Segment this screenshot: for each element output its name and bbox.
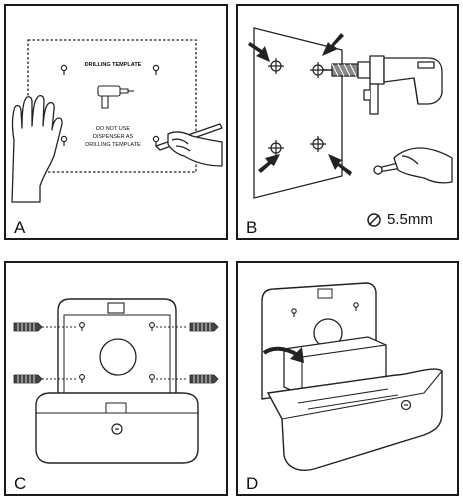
cover-hinge-clip bbox=[105, 402, 127, 414]
screw-bottom-right-icon bbox=[189, 374, 219, 384]
template-note-line1: DO NOT USE bbox=[95, 126, 131, 132]
arrow-bottom-left-icon bbox=[258, 154, 280, 173]
top-latch bbox=[107, 302, 125, 314]
arrow-bottom-right-icon bbox=[328, 154, 352, 176]
arrow-top-left-icon bbox=[248, 42, 270, 62]
panel-b-label: B bbox=[246, 218, 258, 237]
panel-a-illustration bbox=[11, 39, 223, 203]
arrow-top-right-icon bbox=[322, 33, 344, 56]
plate-keyhole-bottom-left-icon bbox=[79, 374, 85, 383]
power-drill-icon bbox=[322, 55, 443, 115]
lock-icon bbox=[111, 423, 123, 435]
plate-keyhole-top-left-icon bbox=[79, 322, 85, 331]
crosshair-bottom-right-icon bbox=[310, 136, 326, 152]
panel-c-label: C bbox=[14, 474, 27, 493]
open-keyhole-left-icon bbox=[291, 308, 297, 317]
left-hand-icon bbox=[11, 94, 63, 203]
template-note-line2: DISPENSER AS bbox=[92, 134, 134, 140]
panel-b: 5.5mm B bbox=[236, 4, 459, 240]
drill-icon bbox=[97, 85, 134, 109]
crosshair-bottom-left-icon bbox=[268, 140, 284, 156]
keyhole-top-right-icon bbox=[152, 64, 160, 75]
plate-keyhole-bottom-right-icon bbox=[149, 374, 155, 383]
screw-bottom-left-icon bbox=[13, 374, 43, 384]
panel-c-illustration bbox=[13, 298, 219, 464]
plate-keyhole-top-right-icon bbox=[149, 322, 155, 331]
panel-b-illustration bbox=[248, 27, 453, 227]
panel-a-label: A bbox=[14, 218, 26, 237]
drill-size-label: 5.5mm bbox=[387, 211, 433, 228]
insert-arrow-icon bbox=[262, 346, 304, 363]
screw-top-left-icon bbox=[13, 322, 43, 332]
back-plate-circle bbox=[99, 338, 137, 376]
open-keyhole-right-icon bbox=[353, 302, 359, 311]
hand-with-anchor-icon bbox=[373, 147, 453, 184]
dispenser-front-cover bbox=[35, 392, 199, 464]
screw-top-right-icon bbox=[189, 322, 219, 332]
template-title: DRILLING TEMPLATE bbox=[84, 62, 142, 68]
dispenser-base-open bbox=[266, 368, 443, 471]
panel-d-illustration bbox=[261, 282, 443, 471]
panel-c: C bbox=[4, 261, 228, 496]
panel-a: DRILLING TEMPLATE DO NOT USE DISPENSER A… bbox=[4, 4, 228, 240]
keyhole-bottom-left-icon bbox=[60, 135, 68, 146]
template-note-line3: DRILLING TEMPLATE bbox=[85, 142, 141, 148]
lock-open-icon bbox=[400, 399, 412, 411]
hand-with-pencil-icon bbox=[155, 123, 223, 167]
diameter-symbol-icon bbox=[367, 213, 381, 227]
crosshair-top-left-icon bbox=[268, 58, 284, 74]
keyhole-bottom-right-icon bbox=[152, 135, 160, 146]
keyhole-top-left-icon bbox=[60, 64, 68, 75]
top-latch-open bbox=[317, 288, 333, 299]
panel-d-label: D bbox=[246, 474, 259, 493]
panel-d: D bbox=[236, 261, 459, 496]
